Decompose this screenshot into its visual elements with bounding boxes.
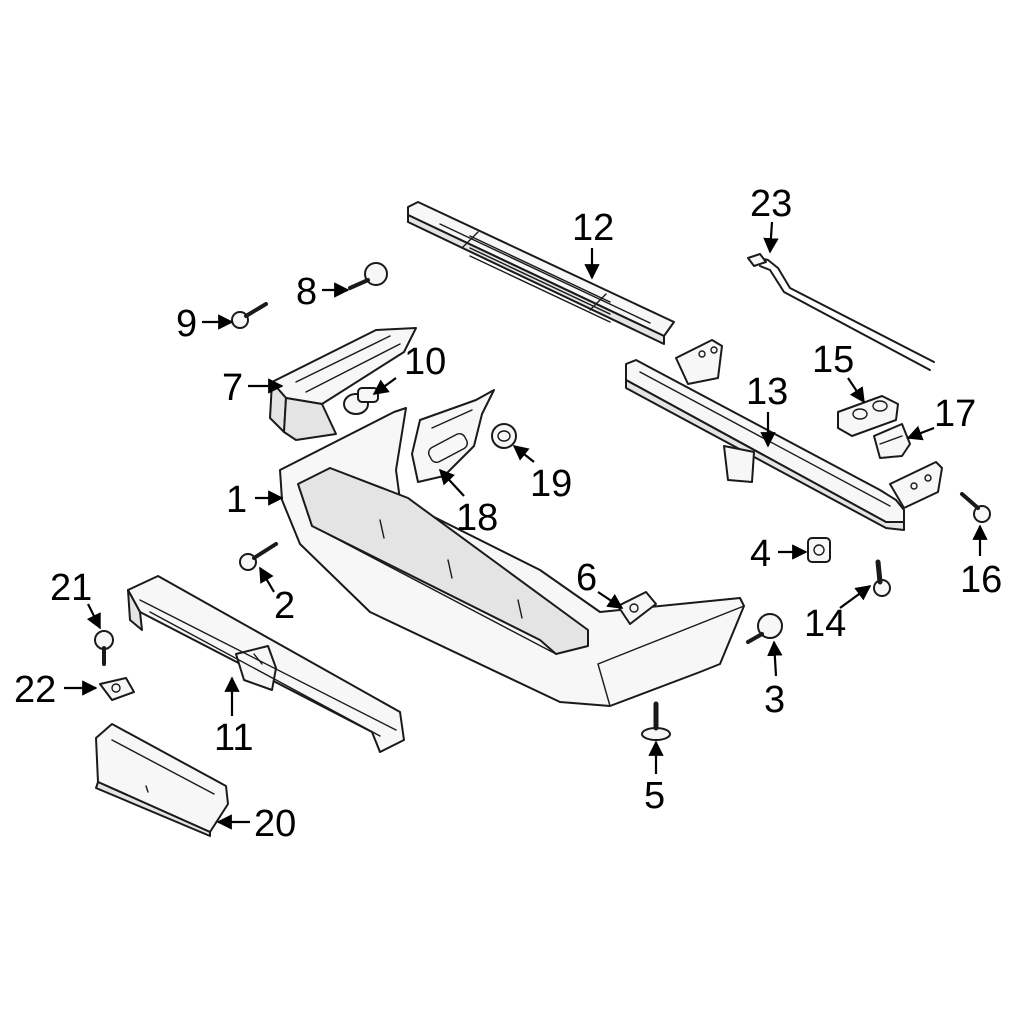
callout-8: 8 bbox=[296, 271, 317, 313]
callout-5: 5 bbox=[644, 775, 665, 817]
leader-lines bbox=[64, 221, 988, 830]
callout-7: 7 bbox=[222, 367, 243, 409]
bolt-part-9 bbox=[231, 302, 268, 329]
bumper-cover-part bbox=[279, 407, 745, 707]
callout-17: 17 bbox=[934, 393, 976, 435]
bumper-bracket-plate-part bbox=[411, 389, 495, 483]
push-pin-part bbox=[343, 387, 379, 415]
nut-part-22 bbox=[99, 677, 135, 701]
callout-12: 12 bbox=[572, 207, 614, 249]
bolt-part-8 bbox=[348, 262, 388, 290]
callout-1: 1 bbox=[226, 479, 247, 521]
callout-4: 4 bbox=[750, 533, 771, 575]
callout-19: 19 bbox=[530, 463, 572, 505]
wiring-harness-part bbox=[747, 253, 935, 371]
bolt-part-16 bbox=[960, 492, 991, 523]
callout-2: 2 bbox=[274, 585, 295, 627]
retainer-part bbox=[873, 423, 911, 459]
plug-part bbox=[491, 423, 517, 449]
callout-11: 11 bbox=[214, 717, 253, 759]
callout-14: 14 bbox=[804, 603, 846, 645]
screw-part-3 bbox=[746, 613, 783, 644]
callout-15: 15 bbox=[812, 339, 854, 381]
license-bracket-part bbox=[95, 723, 229, 837]
nut-part-4 bbox=[807, 537, 831, 563]
callout-20: 20 bbox=[254, 803, 296, 845]
callout-23: 23 bbox=[750, 183, 792, 225]
bolt-part-21 bbox=[94, 630, 114, 666]
bolt-part-2 bbox=[239, 542, 278, 571]
callout-9: 9 bbox=[176, 303, 197, 345]
step-pad-part bbox=[407, 201, 675, 345]
energy-absorber-part bbox=[127, 575, 405, 753]
callout-3: 3 bbox=[764, 679, 785, 721]
callout-6: 6 bbox=[576, 557, 597, 599]
clip-part-6 bbox=[617, 591, 657, 625]
rivet-part-14 bbox=[873, 559, 891, 597]
callout-21: 21 bbox=[50, 567, 92, 609]
callout-10: 10 bbox=[404, 341, 446, 383]
rivet-part-5 bbox=[641, 701, 671, 741]
callout-13: 13 bbox=[746, 371, 788, 413]
callout-22: 22 bbox=[14, 669, 56, 711]
callout-16: 16 bbox=[960, 559, 1002, 601]
side-bracket-part bbox=[269, 327, 417, 441]
callout-18: 18 bbox=[456, 497, 498, 539]
callout-labels: 1 2 3 4 5 6 7 8 9 10 11 12 13 14 15 16 1… bbox=[14, 183, 1002, 845]
retainer-clip-part bbox=[837, 395, 899, 437]
